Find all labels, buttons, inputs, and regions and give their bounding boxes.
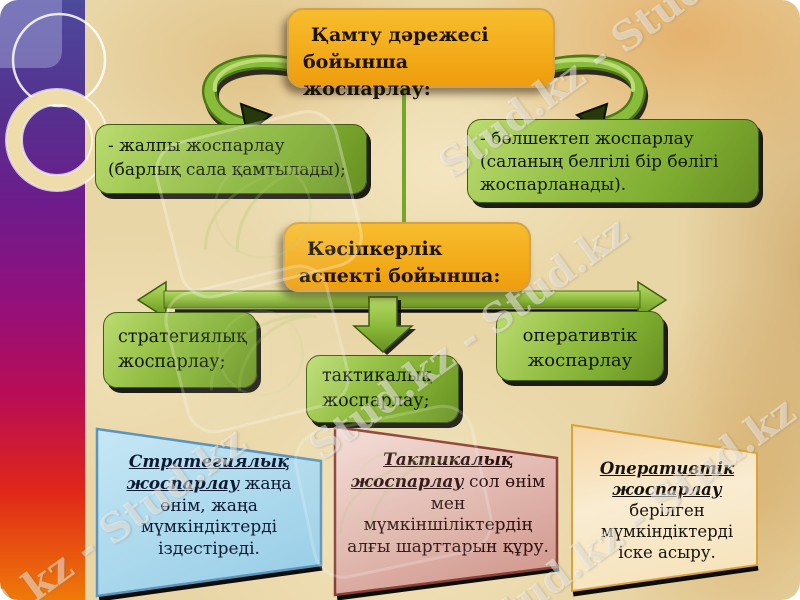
operative-panel-text: Оперативтік жоспарлау берілген мүмкіндік… — [583, 458, 751, 564]
glass-highlight — [0, 0, 62, 68]
partial-planning-box: - бөлшектеп жоспарлау (саланың белгілі б… — [467, 119, 759, 203]
tactical-planning-box: тактикалық жоспарлау; — [306, 355, 459, 423]
operative-planning-box: оперативтік жоспарлау — [496, 311, 664, 381]
tactical-panel-text: Тактикалық жоспарлау сол өнім мен мүмкін… — [344, 450, 552, 559]
strategic-planning-box: стратегиялық жоспарлау; — [103, 312, 257, 388]
general-planning-box: - жалпы жоспарлау (барлық сала қамтылады… — [95, 124, 367, 194]
left-decoration-bar — [0, 0, 85, 600]
aspect-category-box: Кәсіпкерлік аспекті бойынша: — [283, 222, 531, 292]
strategic-panel-text: Стратегиялық жоспарлау жаңа өнім, жаңа м… — [103, 452, 315, 561]
operative-panel-rest: берілген мүмкіндіктерді іске асыру. — [600, 501, 734, 563]
arrow-down — [352, 296, 416, 355]
top-category-box: Қамту дәрежесі бойынша жоспарлау: — [287, 8, 555, 100]
operative-panel-lead: Оперативтік жоспарлау — [599, 459, 735, 500]
